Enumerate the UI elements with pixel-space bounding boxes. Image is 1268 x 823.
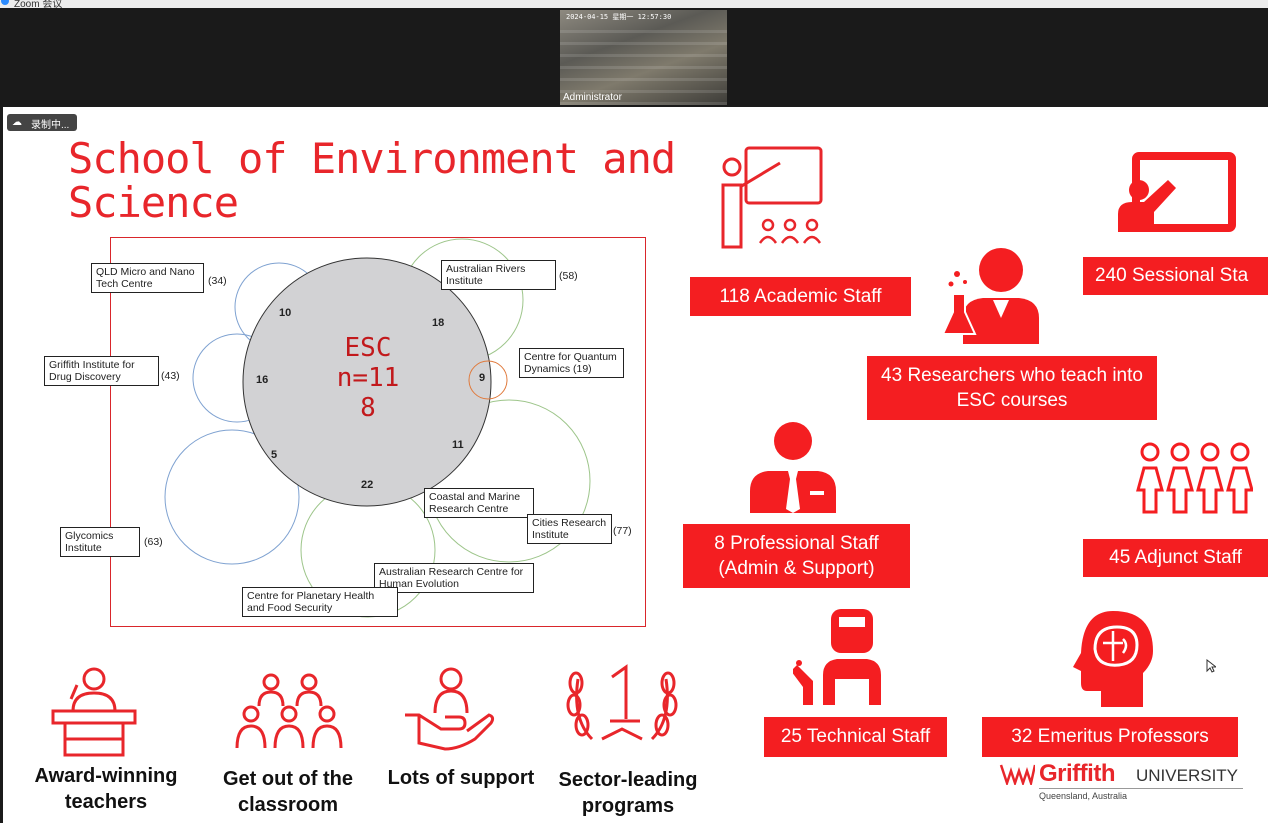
shared-slide: ☁ 录制中... School of Environment and Scien… [3, 107, 1268, 823]
highlight-support: Lots of support [387, 767, 535, 789]
mouse-cursor-icon [1206, 659, 1216, 673]
venn-label-coastal-marine: Coastal and Marine Research Centre [424, 488, 534, 518]
staff-box-emeritus: 32 Emeritus Professors [982, 717, 1238, 757]
venn-label-glycomics: Glycomics Institute [60, 527, 140, 557]
venn-core-label: ESC n=11 8 [303, 333, 433, 423]
overlap-count: 18 [432, 317, 445, 329]
helping-hand-icon [405, 667, 495, 751]
staff-box-adjunct: 45 Adjunct Staff [1083, 539, 1268, 577]
video-timestamp: 2024-04-15 星期一 12:57:30 [566, 13, 672, 21]
presenter-screen-icon [1118, 152, 1236, 232]
staff-box-researchers: 43 Researchers who teach into ESC course… [867, 356, 1157, 420]
zoom-app-icon [1, 0, 9, 5]
recording-indicator[interactable]: ☁ 录制中... [7, 114, 77, 131]
podium-speaker-icon [51, 667, 137, 757]
griffith-wordmark: Griffith [1039, 760, 1115, 787]
teacher-whiteboard-icon [721, 146, 823, 249]
venn-label-planetary-health: Centre for Planetary Health and Food Sec… [242, 587, 398, 617]
researcher-flask-icon [943, 248, 1039, 344]
staff-box-technical: 25 Technical Staff [764, 717, 947, 757]
griffith-logo: Griffith UNIVERSITY Queensland, Australi… [999, 760, 1244, 805]
highlight-outside-classroom: Get out of the classroom [223, 768, 353, 816]
overlap-count: 22 [361, 479, 374, 491]
overlap-count: 10 [279, 307, 292, 319]
venn-diagram-frame [110, 237, 646, 627]
venn-label-drug-discovery: Griffith Institute for Drug Discovery [44, 356, 159, 386]
venn-label-qld-micro: QLD Micro and Nano Tech Centre [91, 263, 204, 293]
venn-core-line-3: 8 [360, 393, 376, 423]
venn-core-line-1: ESC [344, 333, 392, 363]
logo-divider [1039, 788, 1243, 789]
staff-box-professional: 8 Professional Staff (Admin & Support) [683, 524, 910, 588]
venn-label-rivers: Australian Rivers Institute [441, 260, 556, 290]
venn-label-cities: Cities Research Institute [527, 514, 612, 544]
professional-staff-icon [750, 422, 836, 513]
venn-count-rivers: (58) [559, 270, 578, 282]
venn-circle-glycomics [164, 429, 300, 565]
venn-label-quantum: Centre for Quantum Dynamics (19) [519, 348, 624, 378]
window-title: Zoom 会议 [14, 0, 63, 10]
staff-box-academic: 118 Academic Staff [690, 277, 911, 316]
laurel-number-one-icon [566, 664, 678, 741]
adjunct-group-icon [1136, 442, 1253, 514]
overlap-count: 9 [479, 372, 486, 384]
venn-core-line-2: n=11 [336, 363, 400, 393]
highlight-award-winning: Award-winning teachers [34, 765, 178, 813]
staff-box-sessional: 240 Sessional Sta [1083, 257, 1268, 295]
participant-name: Administrator [563, 92, 622, 103]
venn-label-human-evolution: Australian Research Centre for Human Evo… [374, 563, 534, 593]
venn-count-drug-discovery: (43) [161, 370, 180, 382]
highlight-sector-leading: Sector-leading programs [558, 769, 698, 817]
venn-circle-esc-core [242, 257, 492, 507]
venn-circle-quantum [468, 360, 508, 400]
recording-label: 录制中... [31, 120, 70, 131]
classroom-video-texture [560, 30, 727, 105]
overlap-count: 11 [452, 439, 464, 451]
welder-technical-icon [793, 609, 881, 705]
venn-count-glycomics: (63) [144, 536, 163, 548]
venn-diagram [164, 238, 591, 618]
overlap-count: 5 [271, 449, 278, 461]
people-group-icon [235, 673, 343, 749]
venn-count-qld-micro: (34) [208, 275, 227, 287]
griffith-university-wordmark: UNIVERSITY [1136, 766, 1239, 785]
venn-count-cities: (77) [613, 525, 632, 537]
overlap-count: 16 [256, 374, 269, 386]
griffith-crest-icon [999, 764, 1035, 785]
slide-title: School of Environment and Science [68, 134, 676, 227]
participant-video-thumbnail[interactable]: 2024-04-15 星期一 12:57:30 Administrator [560, 10, 727, 105]
griffith-tagline: Queensland, Australia [1039, 791, 1128, 801]
window-title-bar: Zoom 会议 [0, 0, 1268, 10]
cloud-record-icon: ☁ [12, 117, 22, 128]
brain-head-icon [1073, 611, 1153, 707]
